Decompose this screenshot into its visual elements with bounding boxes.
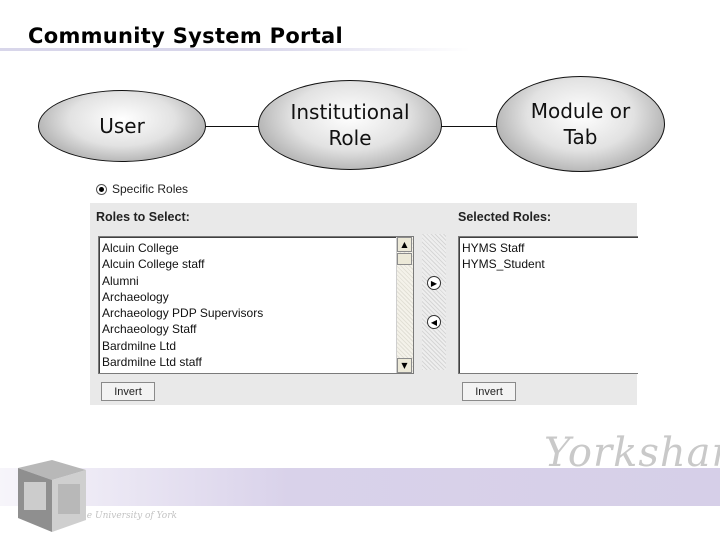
roles-to-select-list[interactable]: Alcuin College Alcuin College staff Alum… (98, 236, 414, 374)
invert-roles-to-select-button[interactable]: Invert (101, 382, 155, 401)
selected-roles-header: Selected Roles: (458, 210, 552, 224)
invert-selected-roles-button[interactable]: Invert (462, 382, 516, 401)
list-item[interactable]: Archaeology Staff (102, 322, 197, 337)
list-item[interactable]: Alumni (102, 273, 139, 288)
yorkshare-watermark: Yorkshare (544, 430, 720, 476)
arrow-right-circle-icon[interactable]: ▶ (427, 276, 441, 290)
diagram-node-user: User (38, 90, 206, 162)
list-item[interactable]: Bardmilne Ltd staff (102, 355, 202, 370)
list-item[interactable]: HYMS Staff (462, 241, 525, 255)
list-item[interactable]: Archaeology (102, 289, 169, 304)
list-item[interactable]: Bardmilne Ltd (102, 338, 177, 353)
footer-band (0, 468, 720, 506)
connector-role-module (441, 126, 497, 127)
connector-user-role (204, 126, 264, 127)
university-tagline: The University of York (75, 511, 177, 521)
list-item[interactable]: Archaeology PDP Supervisors (102, 306, 264, 321)
diagram-node-institutional-role: Institutional Role (258, 80, 442, 170)
title-underline (0, 48, 470, 51)
scrollbar-thumb[interactable] (397, 253, 412, 265)
arrow-left-circle-icon[interactable]: ◀ (427, 315, 441, 329)
slide-title: Community System Portal (28, 24, 344, 48)
cube-logo-icon (18, 460, 86, 532)
list-item[interactable]: Alcuin College (102, 241, 179, 255)
roles-list-scrollbar[interactable]: ▲ ▼ (396, 237, 413, 373)
diagram-node-module-or-tab: Module or Tab (496, 76, 665, 172)
selected-roles-list[interactable]: HYMS Staff HYMS_Student (458, 236, 638, 374)
radio-selected-icon[interactable] (96, 183, 107, 195)
roles-to-select-header: Roles to Select: (96, 210, 190, 224)
list-item[interactable]: HYMS_Student (462, 257, 545, 272)
specific-roles-label: Specific Roles (112, 182, 189, 196)
scroll-down-icon[interactable]: ▼ (397, 358, 412, 373)
node-label-user: User (99, 114, 145, 138)
move-buttons-strip (422, 234, 446, 370)
node-label-institutional-role: Institutional Role (290, 100, 410, 150)
list-item[interactable]: Alcuin College staff (102, 257, 205, 272)
scroll-up-icon[interactable]: ▲ (397, 237, 412, 252)
specific-roles-radio[interactable]: Specific Roles (96, 182, 188, 196)
node-label-module-or-tab: Module or Tab (530, 99, 631, 149)
